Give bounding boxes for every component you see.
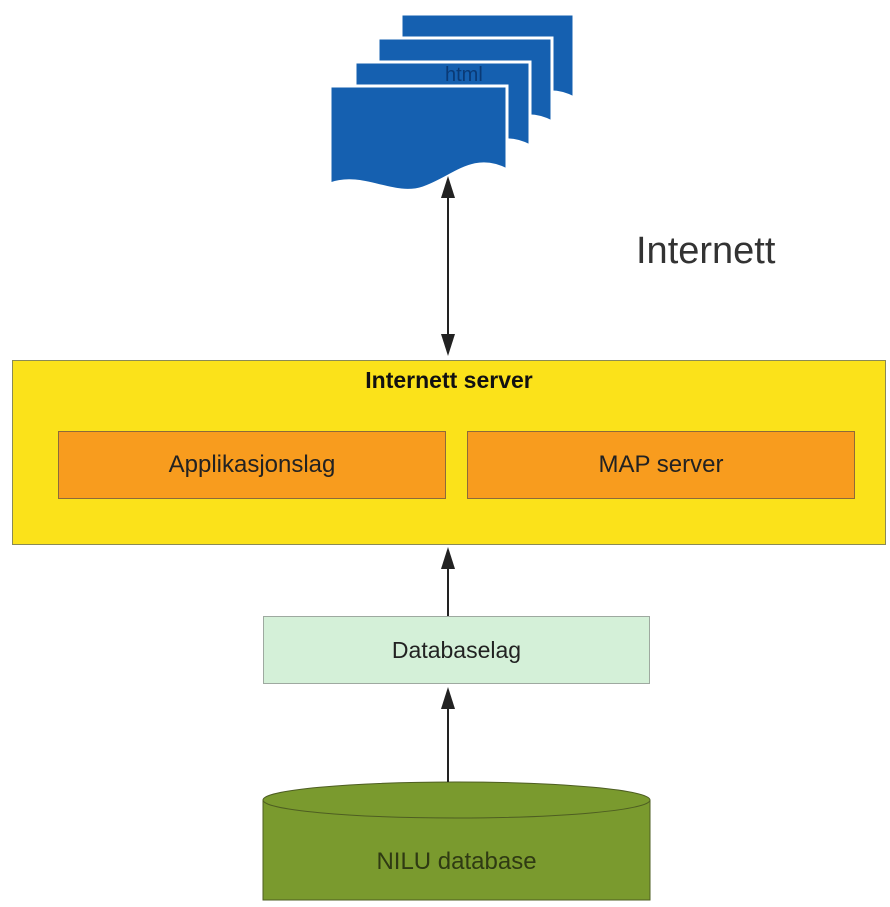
database-label: NILU database <box>376 848 537 875</box>
map-server-label: MAP server <box>598 451 724 478</box>
database-layer-box: Databaselag <box>263 616 650 684</box>
map-server-box: MAP server <box>467 431 855 499</box>
arrow-html-server-head-down <box>441 334 455 356</box>
arrow-html-server-head-up <box>441 176 455 198</box>
internet-server-title: Internett server <box>365 367 533 393</box>
app-layer-label: Applikasjonslag <box>168 451 336 478</box>
html-label: html <box>445 64 483 86</box>
database-cylinder-body <box>262 800 651 901</box>
arrow-dblayer-server-head <box>441 547 455 569</box>
database-cylinder-top <box>262 781 651 819</box>
database-layer-label: Databaselag <box>391 636 522 663</box>
arrow-db-dblayer-head <box>441 687 455 709</box>
internet-label: Internett <box>636 230 776 272</box>
app-layer-box: Applikasjonslag <box>58 431 446 499</box>
html-page-front <box>328 84 509 192</box>
